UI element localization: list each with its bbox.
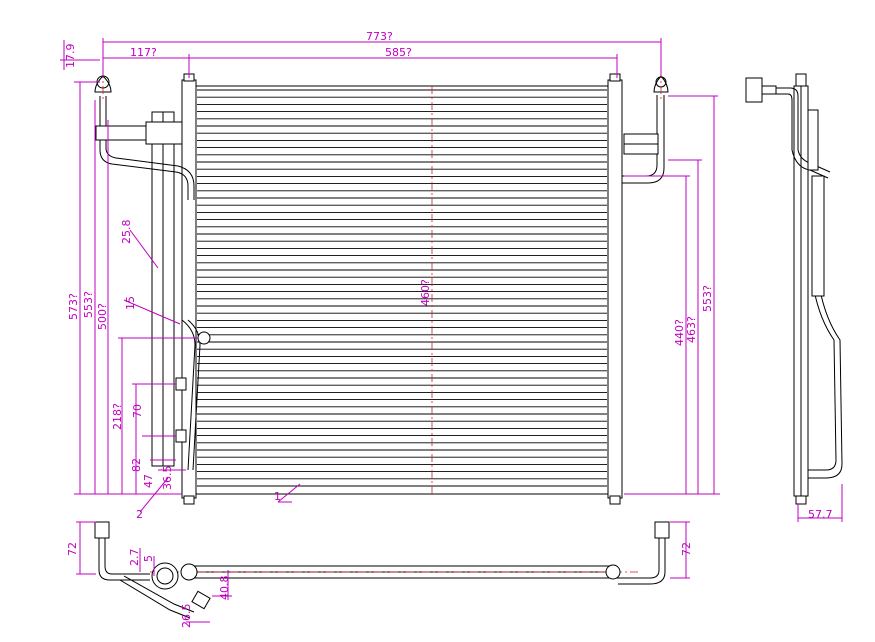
dim-small-top-left: 17.9 <box>64 44 77 69</box>
dim-height-right-2: 463? <box>685 316 698 343</box>
dim-5: 5 <box>142 555 155 562</box>
dim-bottom-right-72: 72 <box>680 542 693 556</box>
outlet-pipe <box>181 319 196 471</box>
bottom-drier-fitting <box>151 562 179 590</box>
dim-height-left-3: 500? <box>96 303 109 330</box>
dim-core-width: 585? <box>385 46 412 59</box>
bottom-view: 72 72 2.7 5 40.8 26.5 <box>66 521 693 629</box>
front-view: 773? 117? 585? 573? 553? 500? 460? 440? … <box>60 30 720 521</box>
dim-side-depth: 57.7 <box>808 508 833 521</box>
right-tank-cap-top <box>609 73 621 82</box>
dim-47: 47 <box>142 474 155 488</box>
side-fitting <box>745 77 763 103</box>
right-header-tank <box>607 79 623 499</box>
dim-overall-width: 773? <box>366 30 393 43</box>
dim-bottom-left-72: 72 <box>66 542 79 556</box>
dim-40-8: 40.8 <box>218 576 231 601</box>
dim-36-5: 36.5 <box>161 466 174 491</box>
dim-overall-height-left: 573? <box>67 293 80 320</box>
dim-core-height: 460? <box>419 279 432 306</box>
dim-height-right-3: 553? <box>701 285 714 312</box>
side-view: 57.7 <box>745 73 843 522</box>
right-tank-cap-bottom <box>609 495 621 505</box>
dim-26-5: 26.5 <box>180 604 193 629</box>
dim-height-right-1: 440? <box>673 319 686 346</box>
dim-218: 218? <box>111 403 124 430</box>
outlet-fitting <box>197 331 211 345</box>
dim-height-left-2: 553? <box>82 291 95 318</box>
core-tubes <box>197 89 607 487</box>
part-label-2: 2 <box>136 508 143 521</box>
inlet-pipe <box>99 96 189 200</box>
dim-pipe-2: 15 <box>124 296 137 310</box>
dim-82: 82 <box>130 458 143 472</box>
dim-70: 70 <box>131 404 144 418</box>
left-tank-cap-bottom <box>183 495 195 505</box>
dim-pipe-1: 25.8 <box>120 220 133 245</box>
dim-2-7: 2.7 <box>128 549 141 567</box>
dim-left-offset: 117? <box>130 46 157 59</box>
part-label-1: 1 <box>274 490 281 503</box>
